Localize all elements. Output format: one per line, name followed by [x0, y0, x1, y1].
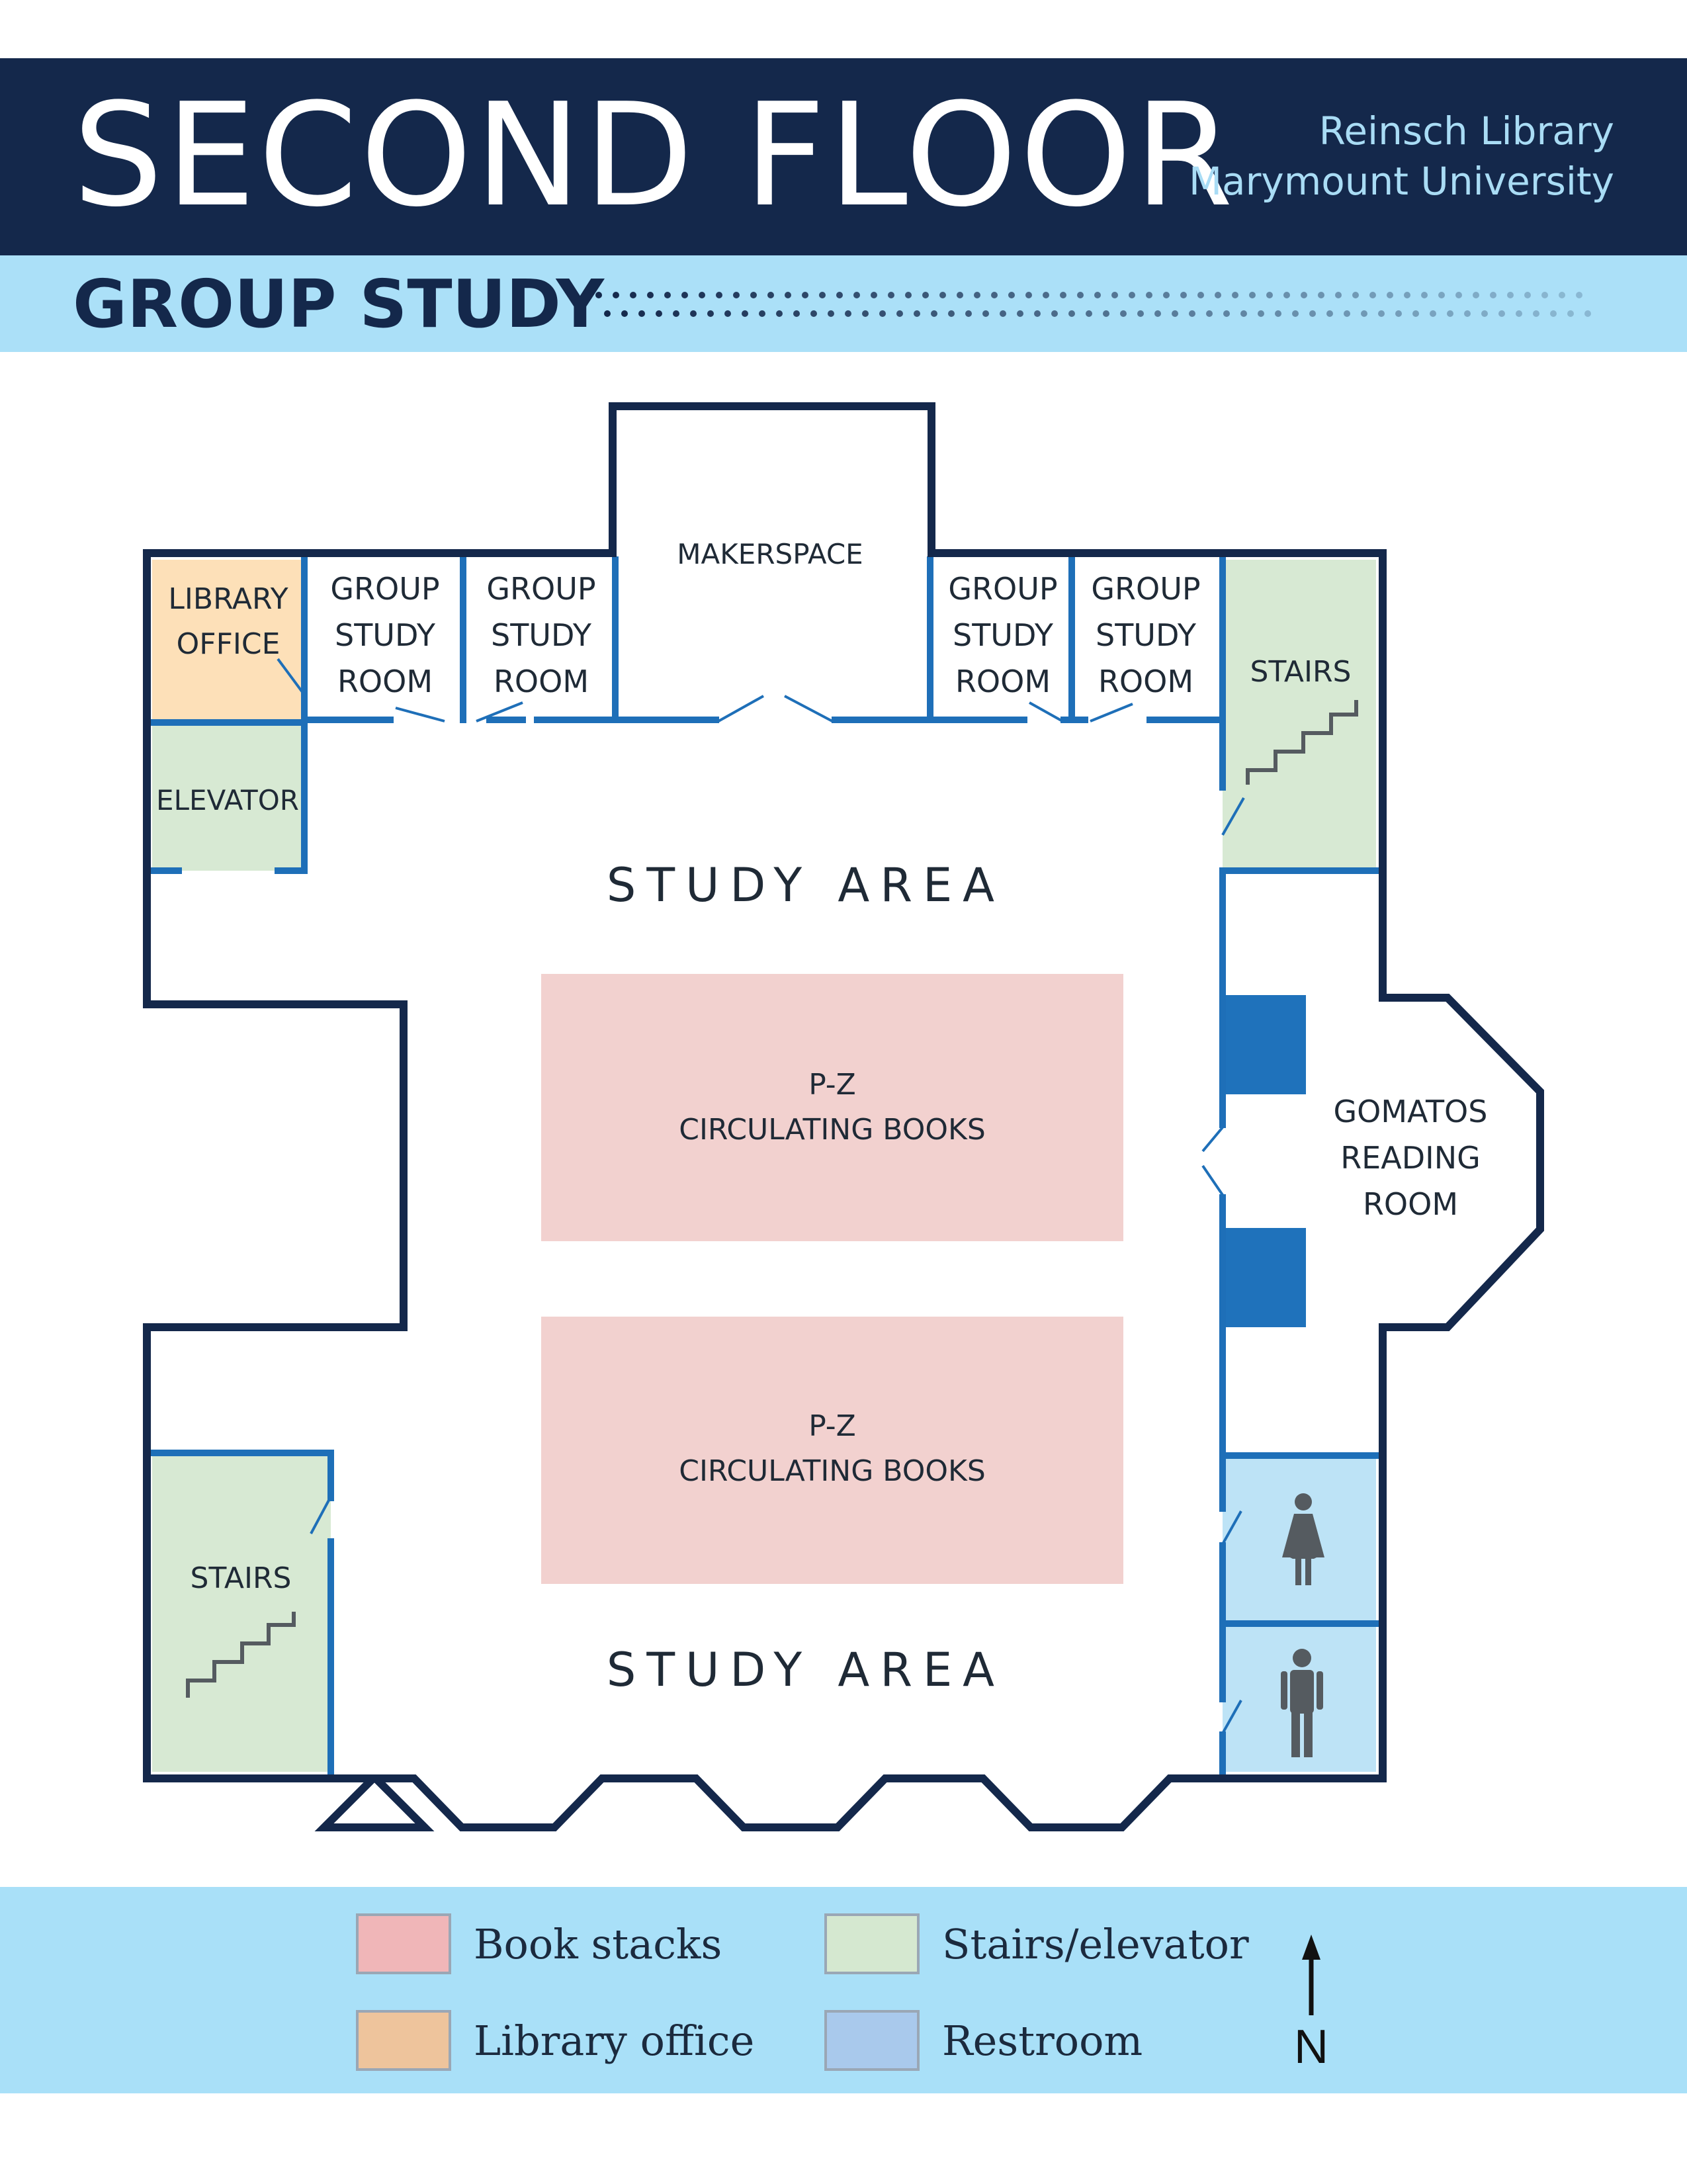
legend-swatch: [356, 2010, 451, 2071]
stacks-1-label: CIRCULATING BOOKS: [679, 1113, 986, 1147]
header-banner: [0, 58, 1687, 255]
legend-label: Stairs/elevator: [942, 1920, 1249, 1968]
elevator-room[interactable]: [152, 722, 304, 871]
library-office-room[interactable]: [152, 560, 304, 720]
makerspace-label: MAKERSPACE: [677, 538, 863, 570]
stairs-sw-label: STAIRS: [191, 1561, 292, 1595]
pillar: [1221, 1228, 1306, 1327]
org-line-2: Marymount University: [1188, 159, 1614, 204]
study-area-top-label: STUDY AREA: [607, 858, 1005, 912]
book-stack-1[interactable]: [541, 974, 1123, 1241]
legend-book-stacks: Book stacks: [356, 1913, 726, 1977]
stairs-sw-room[interactable]: [152, 1453, 331, 1772]
group-study-room-2-label: ROOM: [494, 664, 589, 699]
organization: Reinsch Library Marymount University: [1189, 106, 1614, 206]
pillar: [1221, 995, 1306, 1094]
group-study-room-3-label: STUDY: [953, 617, 1054, 653]
legend-swatch: [356, 1913, 451, 1974]
study-area-bottom-label: STUDY AREA: [607, 1643, 1005, 1697]
woman-icon: [1282, 1493, 1324, 1585]
stairs-icon: [1246, 700, 1358, 785]
stacks-2-label: P-Z: [808, 1409, 856, 1443]
legend-label: Library office: [474, 2017, 755, 2065]
subtitle-banner: [0, 255, 1687, 352]
reading-room-label: GOMATOS: [1334, 1094, 1488, 1129]
library-office-label: OFFICE: [177, 627, 281, 661]
legend-swatch: [824, 1913, 920, 1974]
group-study-room-1-label: GROUP: [330, 571, 439, 607]
group-study-room-3-label: GROUP: [948, 571, 1057, 607]
stacks-2-label: CIRCULATING BOOKS: [679, 1454, 986, 1488]
stairs-ne-label: STAIRS: [1250, 655, 1352, 689]
legend-stairs-elevator: Stairs/elevator: [824, 1913, 1249, 1977]
group-study-room-4-label: GROUP: [1091, 571, 1200, 607]
stairs-icon: [186, 1612, 296, 1698]
group-study-room-4-label: ROOM: [1098, 664, 1193, 699]
outer-wall: [143, 402, 1544, 1831]
page-title: SECOND FLOOR: [73, 72, 1236, 238]
man-icon: [1281, 1649, 1323, 1757]
group-study-room-3-label: ROOM: [955, 664, 1051, 699]
page-subtitle: GROUP STUDY: [73, 265, 604, 343]
group-study-room-4-label: STUDY: [1096, 617, 1197, 653]
group-study-room-2-label: STUDY: [491, 617, 592, 653]
reading-room-label: ROOM: [1363, 1186, 1458, 1222]
reading-room-label: READING: [1340, 1140, 1481, 1176]
stacks-1-label: P-Z: [808, 1068, 856, 1102]
legend-label: Restroom: [942, 2017, 1143, 2065]
doors: [277, 658, 1245, 1734]
library-office-label: LIBRARY: [168, 582, 288, 616]
group-study-room-1-label: ROOM: [337, 664, 433, 699]
elevator-label: ELEVATOR: [156, 784, 299, 816]
legend-label: Book stacks: [474, 1920, 722, 1968]
legend-library-office: Library office: [356, 2010, 754, 2074]
group-study-room-2-label: GROUP: [486, 571, 595, 607]
book-stack-2[interactable]: [541, 1317, 1123, 1584]
legend-restroom: Restroom: [824, 2010, 1234, 2074]
legend-swatch: [824, 2010, 920, 2071]
group-study-room-1-label: STUDY: [335, 617, 436, 653]
org-line-1: Reinsch Library: [1319, 109, 1614, 153]
interior-partitions: [149, 556, 1379, 1775]
